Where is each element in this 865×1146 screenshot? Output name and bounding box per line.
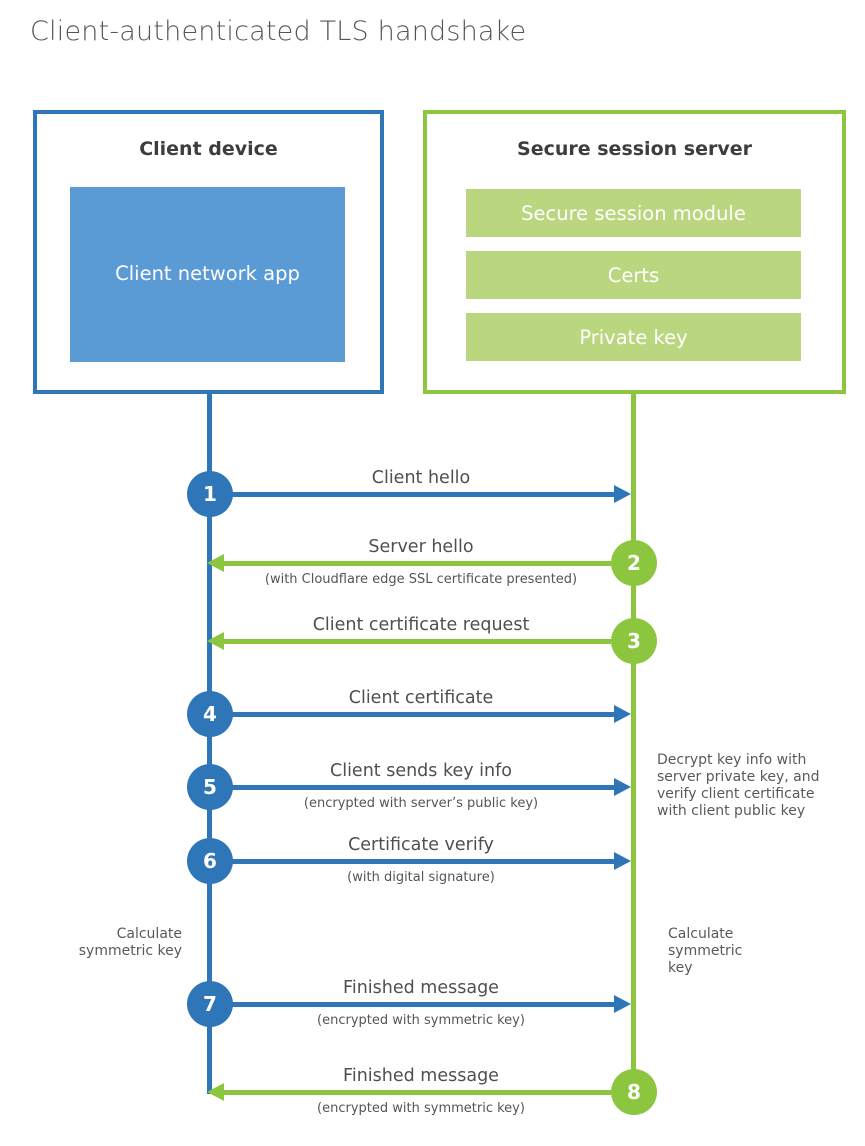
- step-6-label: Certificate verify: [348, 835, 494, 855]
- step-6-badge: 6: [187, 838, 233, 884]
- step-4-badge: 4: [187, 691, 233, 737]
- secure-session-server-title: Secure session server: [517, 138, 752, 160]
- step-7-sublabel: (encrypted with symmetric key): [317, 1013, 525, 1028]
- step-8-label: Finished message: [343, 1066, 499, 1086]
- decrypt-key-note: Decrypt key info with server private key…: [657, 752, 820, 819]
- client-network-app-label: Client network app: [115, 262, 300, 286]
- client-lifeline: [207, 394, 212, 1094]
- client-network-app-box: Client network app: [70, 187, 345, 362]
- step-6-arrow-line: [232, 859, 615, 864]
- step-7-arrowhead-right-icon: [614, 995, 631, 1013]
- client-device-title: Client device: [139, 138, 278, 160]
- step-3-arrowhead-left-icon: [207, 632, 224, 650]
- step-3-label: Client certificate request: [312, 615, 530, 635]
- calculate-symmetric-key-note-client: Calculate symmetric key: [78, 926, 182, 959]
- client-device-box: Client device Client network app: [33, 110, 384, 394]
- calculate-symmetric-key-note-server: Calculate symmetric key: [668, 926, 743, 976]
- step-2-badge: 2: [611, 540, 657, 586]
- step-5-arrow-line: [232, 785, 615, 790]
- step-6-arrowhead-right-icon: [614, 852, 631, 870]
- step-7-arrow-line: [232, 1002, 615, 1007]
- step-1-badge: 1: [187, 471, 233, 517]
- page-title: Client-authenticated TLS handshake: [30, 16, 527, 47]
- step-2-sublabel: (with Cloudflare edge SSL certificate pr…: [264, 572, 578, 587]
- step-4-arrow-line: [232, 712, 615, 717]
- server-lifeline: [631, 394, 636, 1071]
- step-8-arrowhead-left-icon: [207, 1083, 224, 1101]
- step-2-label: Server hello: [368, 537, 474, 557]
- step-4-label: Client certificate: [348, 688, 494, 708]
- step-3-badge: 3: [611, 618, 657, 664]
- step-5-sublabel: (encrypted with server’s public key): [303, 796, 539, 811]
- step-2-arrow-line: [224, 561, 611, 566]
- step-3-arrow-line: [224, 639, 611, 644]
- step-1-arrowhead-right-icon: [614, 485, 631, 503]
- step-7-badge: 7: [187, 981, 233, 1027]
- step-7-label: Finished message: [343, 978, 499, 998]
- step-1-label: Client hello: [371, 468, 471, 488]
- step-1-arrow-line: [232, 492, 615, 497]
- step-8-sublabel: (encrypted with symmetric key): [317, 1101, 525, 1116]
- step-8-badge: 8: [611, 1069, 657, 1115]
- step-2-arrowhead-left-icon: [207, 554, 224, 572]
- step-4-arrowhead-right-icon: [614, 705, 631, 723]
- server-module-certs: Certs: [466, 251, 801, 299]
- server-module-private-key: Private key: [466, 313, 801, 361]
- secure-session-server-box: Secure session server Secure session mod…: [423, 110, 846, 394]
- step-8-arrow-line: [224, 1090, 611, 1095]
- step-5-badge: 5: [187, 764, 233, 810]
- step-5-label: Client sends key info: [329, 761, 512, 781]
- step-6-sublabel: (with digital signature): [347, 870, 495, 885]
- step-5-arrowhead-right-icon: [614, 778, 631, 796]
- server-module-secure-session: Secure session module: [466, 189, 801, 237]
